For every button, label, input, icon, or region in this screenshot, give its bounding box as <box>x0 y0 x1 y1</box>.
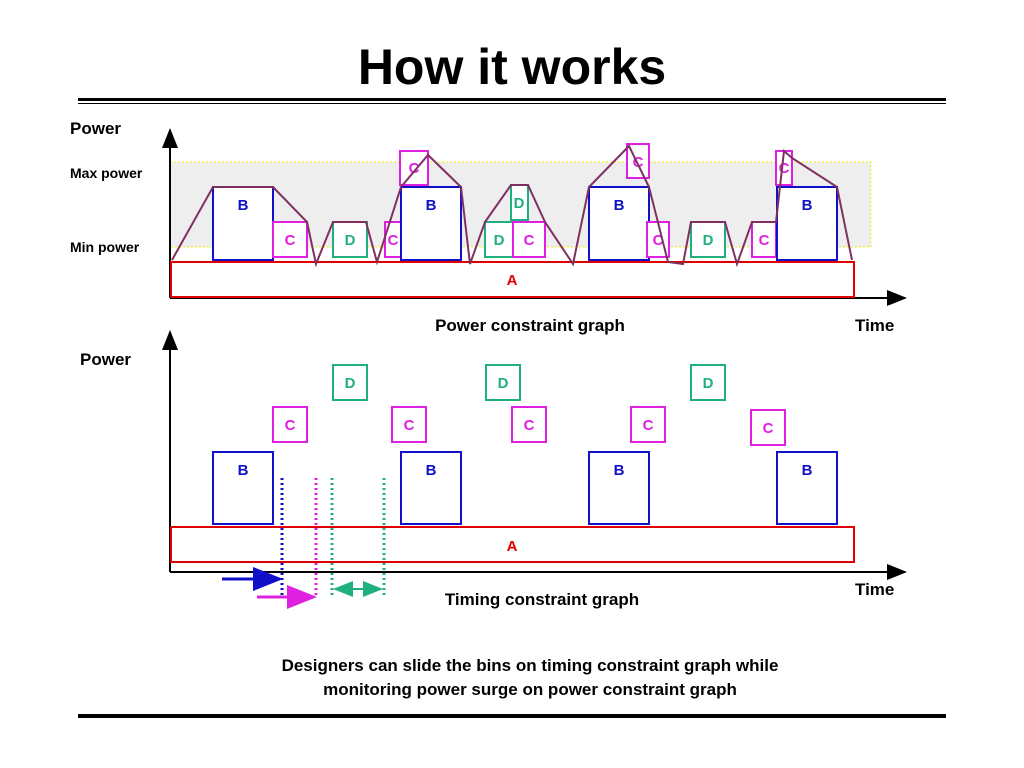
bin-c[interactable]: C <box>751 221 777 258</box>
bin-d[interactable]: D <box>332 221 368 258</box>
bin-c[interactable]: C <box>630 406 666 443</box>
bin-label: D <box>498 375 509 392</box>
bin-d[interactable]: D <box>690 221 726 258</box>
bin-label: C <box>759 232 770 249</box>
bin-label: C <box>404 417 415 434</box>
bin-d[interactable]: D <box>690 364 726 401</box>
timing-constraint-graph: Power Time Timing constraint graph A D D… <box>80 330 907 609</box>
top-divider-thin <box>78 103 946 104</box>
timing-x-axis-label: Time <box>855 580 894 599</box>
min-power-label: Min power <box>70 239 140 255</box>
bin-label: B <box>802 197 813 214</box>
bin-d[interactable]: D <box>332 364 368 401</box>
bin-c[interactable]: C <box>399 150 429 186</box>
bin-label: C <box>763 420 774 437</box>
bin-label: B <box>614 197 625 214</box>
bin-label: C <box>285 417 296 434</box>
bin-c-tall-label: C <box>779 160 790 177</box>
bin-c[interactable]: C <box>272 406 308 443</box>
page-title: How it works <box>357 39 667 95</box>
bin-c[interactable]: C <box>512 221 546 258</box>
bin-label: C <box>653 232 664 249</box>
power-envelope <box>171 144 853 268</box>
bin-label: D <box>345 232 356 249</box>
bin-label: C <box>643 417 654 434</box>
bin-b[interactable]: B <box>776 451 838 525</box>
power-x-axis-label: Time <box>855 316 894 335</box>
bin-label: D <box>703 375 714 392</box>
bin-b[interactable]: B <box>212 451 274 525</box>
bin-c[interactable]: C <box>272 221 308 258</box>
timing-graph-label: Timing constraint graph <box>445 590 639 609</box>
bin-c[interactable]: C <box>750 409 786 446</box>
bottom-divider <box>78 714 946 718</box>
bin-label: D <box>494 232 505 249</box>
caption-line-2: monitoring power surge on power constrai… <box>323 680 737 699</box>
max-power-label: Max power <box>70 165 143 181</box>
bin-b[interactable]: B <box>776 186 838 261</box>
bin-a[interactable] <box>170 526 855 563</box>
bin-label: D <box>514 195 525 212</box>
bin-b[interactable]: B <box>588 186 650 261</box>
bin-c[interactable]: C <box>391 406 427 443</box>
bin-label: C <box>409 160 420 177</box>
power-y-axis-label: Power <box>70 119 121 138</box>
top-divider <box>78 98 946 101</box>
bin-b[interactable]: B <box>400 186 462 261</box>
power-graph-label: Power constraint graph <box>435 316 625 335</box>
bin-d[interactable]: D <box>485 364 521 401</box>
bin-label: B <box>802 462 813 479</box>
bin-label: B <box>426 197 437 214</box>
bin-b[interactable]: B <box>400 451 462 525</box>
bin-c[interactable]: C <box>511 406 547 443</box>
bin-label: B <box>614 462 625 479</box>
bin-label: C <box>524 417 535 434</box>
bin-d[interactable]: D <box>484 221 515 258</box>
power-constraint-graph: Power Max power Min power Time Power con… <box>70 119 907 335</box>
bin-label: B <box>426 462 437 479</box>
bin-b[interactable]: B <box>588 451 650 525</box>
bin-label: B <box>238 197 249 214</box>
bin-a-label: A <box>507 538 518 555</box>
explanation-caption: Designers can slide the bins on timing c… <box>0 654 1024 702</box>
bin-d[interactable]: D <box>510 184 529 221</box>
bin-b[interactable]: B <box>212 186 274 261</box>
bin-label: C <box>524 232 535 249</box>
bin-label: B <box>238 462 249 479</box>
bin-label: D <box>345 375 356 392</box>
bin-label: D <box>703 232 714 249</box>
caption-line-1: Designers can slide the bins on timing c… <box>281 656 779 675</box>
bin-label: C <box>388 232 399 249</box>
timing-y-axis-label: Power <box>80 350 131 369</box>
bin-a[interactable] <box>170 261 855 298</box>
bin-a-label: A <box>507 272 518 289</box>
bin-label: C <box>285 232 296 249</box>
